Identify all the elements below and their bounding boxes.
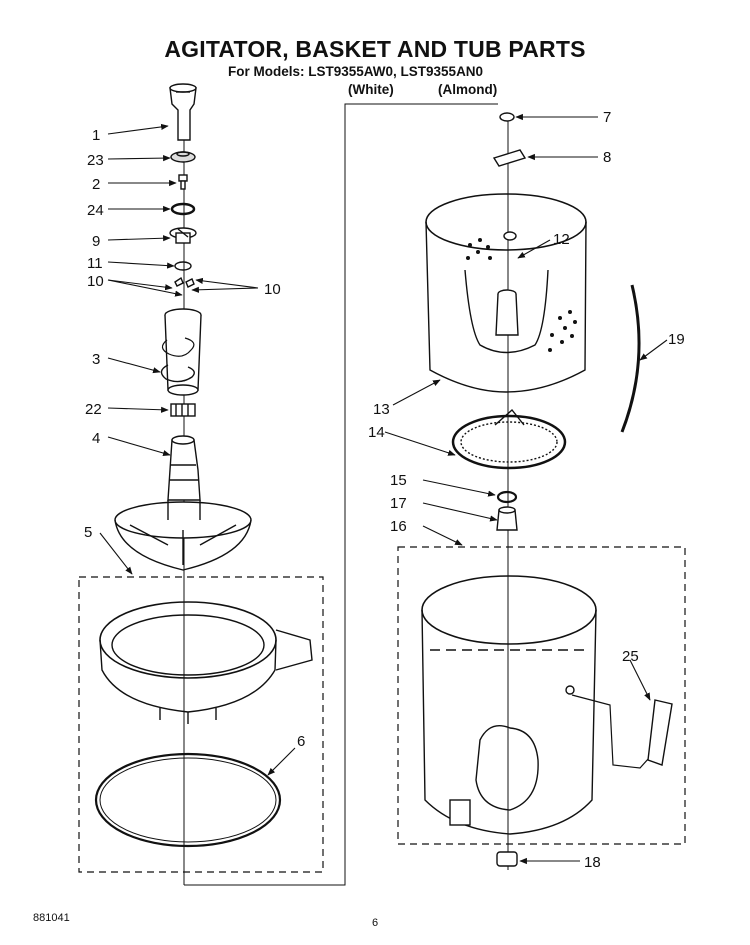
bolt-part [178,174,188,190]
o-ring-part [170,202,196,216]
callout-12: 12 [553,231,570,248]
agitator-cap-part [169,83,197,141]
callout-22: 22 [85,401,102,418]
page-number: 6 [372,917,379,929]
callout-25: 25 [622,648,639,665]
callout-4: 4 [92,430,100,447]
callout-14: 14 [368,424,385,441]
retainer-ring-part [174,261,192,271]
hose-part [571,694,673,769]
drive-bell-assembly-box [78,576,324,873]
callout-10-right: 10 [264,281,281,298]
callout-24: 24 [87,202,104,219]
callout-23: 23 [87,152,104,169]
callout-5: 5 [84,524,92,541]
drive-bell-part [99,601,313,724]
callout-10-left: 10 [87,273,104,290]
callout-9: 9 [92,233,100,250]
callout-18: 18 [584,854,601,871]
dog-parts [174,276,195,288]
callout-19: 19 [668,331,685,348]
seal-ring-part [170,151,196,163]
callout-1: 1 [92,127,100,144]
callout-16: 16 [390,518,407,535]
hub-part [496,506,518,531]
clamp-ring-part [94,752,282,848]
agitator-base-part [114,435,252,571]
document-number: 881041 [33,912,70,924]
callout-numbers: 1 23 2 24 9 11 10 10 3 22 4 5 6 7 8 12 1… [84,109,685,871]
variant-white-label: (White) [348,82,394,97]
callout-6: 6 [297,733,305,750]
callout-7: 7 [603,109,611,126]
wash-basket-part [425,193,587,393]
callout-13: 13 [373,401,390,418]
basket-drive-part [451,408,567,470]
assembly-connector-lines [183,100,509,886]
callout-8: 8 [603,149,611,166]
variant-almond-label: (Almond) [438,82,498,97]
callout-2: 2 [92,176,100,193]
cam-part [169,227,197,244]
callout-11: 11 [87,255,103,272]
tub-assembly-box [397,546,686,845]
callout-leaders [99,113,668,865]
models-subtitle: For Models: LST9355AW0, LST9355AN0 [228,64,484,79]
gasket-strip-part [620,284,641,433]
drain-plug-part [496,851,518,867]
callout-15: 15 [390,472,407,489]
tub-part [421,575,597,835]
callout-3: 3 [92,351,100,368]
agitator-extension-part [160,308,202,396]
spanner-nut-part [492,149,527,167]
callout-17: 17 [390,495,407,512]
ring-part [496,490,518,504]
drive-block-part [170,403,196,417]
diagram-title: AGITATOR, BASKET AND TUB PARTS [164,36,586,62]
nut-part [499,112,515,122]
